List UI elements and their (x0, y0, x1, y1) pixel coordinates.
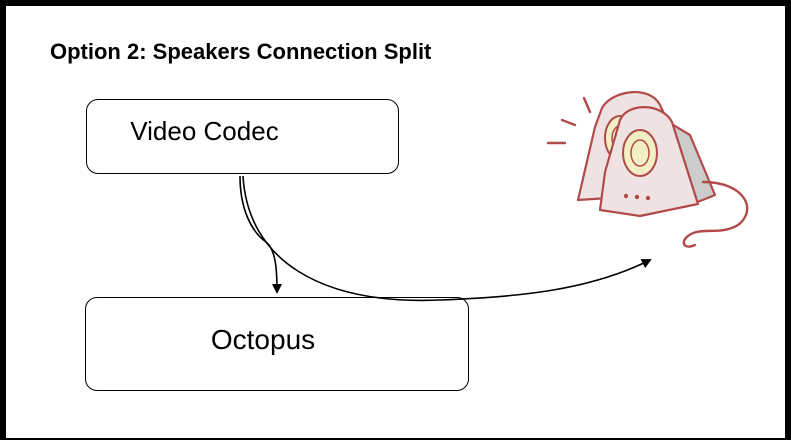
diagram-title: Option 2: Speakers Connection Split (50, 39, 432, 64)
video-codec-label: Video Codec (130, 116, 279, 146)
octopus-node: Octopus (85, 297, 469, 391)
video-codec-node: Video Codec (86, 99, 399, 174)
octopus-label: Octopus (210, 324, 316, 355)
